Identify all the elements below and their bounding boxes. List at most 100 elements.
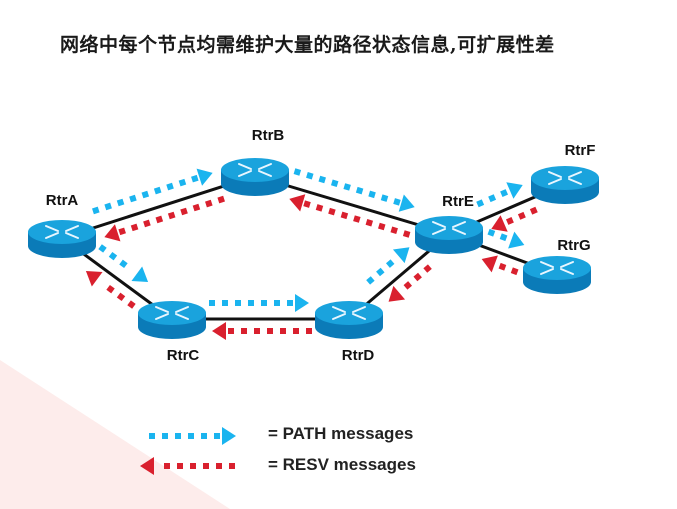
arrow-dot: [355, 186, 364, 195]
arrow-dot: [167, 211, 176, 220]
arrow-dot: [164, 463, 170, 469]
arrow-dot: [293, 168, 302, 176]
router-icon: [332, 306, 366, 320]
path-message-A-C: [98, 244, 149, 283]
resv-message-F-E: [491, 206, 538, 232]
router-icon: [45, 225, 79, 239]
arrow-dot: [203, 463, 209, 469]
arrow-dot: [214, 433, 220, 439]
arrow-dot: [365, 219, 374, 227]
router-label: RtrB: [252, 127, 285, 144]
arrow-head: [506, 182, 523, 199]
arrow-dot: [229, 463, 235, 469]
legend-resv-arrow: [140, 457, 235, 475]
router-label: RtrF: [565, 142, 596, 159]
arrow-dot: [293, 328, 299, 334]
path-message-D-E: [366, 247, 410, 285]
arrow-head: [222, 427, 236, 445]
router-RtrE: RtrE: [415, 193, 483, 254]
router-icon: [155, 306, 189, 320]
arrow-dot: [366, 276, 375, 285]
arrow-dot: [149, 433, 155, 439]
arrow-dot: [119, 259, 128, 269]
arrow-dot: [217, 195, 225, 204]
arrow-dot: [141, 190, 150, 199]
arrow-dot: [380, 194, 389, 202]
path-message-E-F: [476, 182, 523, 208]
arrow-head: [508, 231, 525, 249]
arrow-head: [392, 247, 410, 264]
arrow-dot: [180, 207, 188, 216]
arrow-head: [289, 194, 306, 212]
arrow-dot: [178, 178, 187, 187]
arrow-dot: [241, 328, 247, 334]
arrow-dot: [306, 172, 314, 180]
router-icon: [432, 221, 466, 235]
arrow-dot: [476, 199, 485, 208]
router-top: [221, 158, 289, 182]
resv-message-G-E: [481, 255, 519, 276]
arrow-dot: [318, 175, 326, 184]
router-label: RtrE: [442, 193, 474, 210]
arrow-dot: [106, 284, 115, 294]
arrow-dot: [267, 328, 273, 334]
arrow-head: [140, 457, 154, 475]
arrow-dot: [423, 264, 432, 273]
router-RtrC: RtrC: [138, 301, 206, 364]
router-label: RtrC: [167, 347, 200, 364]
router-RtrF: RtrF: [531, 142, 599, 204]
path-message-C-D: [209, 294, 309, 312]
arrow-dot: [517, 211, 526, 220]
arrow-dot: [353, 215, 361, 223]
arrow-dot: [385, 259, 395, 268]
arrow-dot: [499, 233, 508, 242]
arrow-dot: [166, 182, 174, 191]
arrow-dot: [328, 207, 336, 216]
legend-resv-label: = RESV messages: [268, 455, 416, 474]
arrow-dot: [201, 433, 207, 439]
arrow-dot: [98, 244, 107, 253]
arrow-head: [295, 294, 309, 312]
arrow-dot: [376, 267, 385, 277]
slide-title: 网络中每个节点均需维护大量的路径状态信息,可扩展性差: [60, 34, 555, 56]
resv-message-B-A: [104, 195, 225, 242]
arrow-dot: [235, 300, 241, 306]
arrow-dot: [393, 198, 401, 206]
router-RtrG: RtrG: [523, 237, 591, 294]
arrow-head: [491, 215, 508, 232]
arrow-dot: [205, 199, 213, 208]
arrow-dot: [529, 206, 538, 215]
arrow-dot: [104, 202, 112, 211]
arrow-dot: [216, 463, 222, 469]
arrow-head: [104, 224, 121, 242]
path-message-E-G: [487, 228, 525, 249]
arrow-dot: [390, 226, 398, 234]
arrow-dot: [130, 223, 139, 232]
arrow-dot: [330, 179, 339, 187]
router-top: [315, 301, 383, 325]
arrow-dot: [127, 300, 136, 309]
legend-path-arrow: [149, 427, 236, 445]
router-RtrB: RtrB: [221, 127, 289, 196]
legend-path-label: = PATH messages: [268, 424, 414, 443]
arrow-dot: [306, 328, 312, 334]
router-top: [28, 220, 96, 244]
arrow-dot: [368, 190, 376, 199]
router-label: RtrD: [342, 347, 375, 364]
arrow-dot: [402, 230, 411, 238]
arrow-dot: [378, 222, 386, 231]
resv-message-D-C: [212, 322, 312, 340]
arrow-dot: [500, 189, 509, 197]
router-icon: [548, 171, 582, 185]
router-icon: [540, 261, 574, 275]
router-RtrA: RtrA: [28, 192, 96, 258]
resv-message-E-D: [388, 264, 432, 302]
arrow-head: [196, 168, 213, 186]
arrow-head: [481, 255, 498, 273]
legend: [140, 427, 236, 475]
router-top: [415, 216, 483, 240]
arrow-dot: [280, 328, 286, 334]
arrow-dot: [505, 217, 514, 225]
arrow-dot: [315, 204, 324, 212]
